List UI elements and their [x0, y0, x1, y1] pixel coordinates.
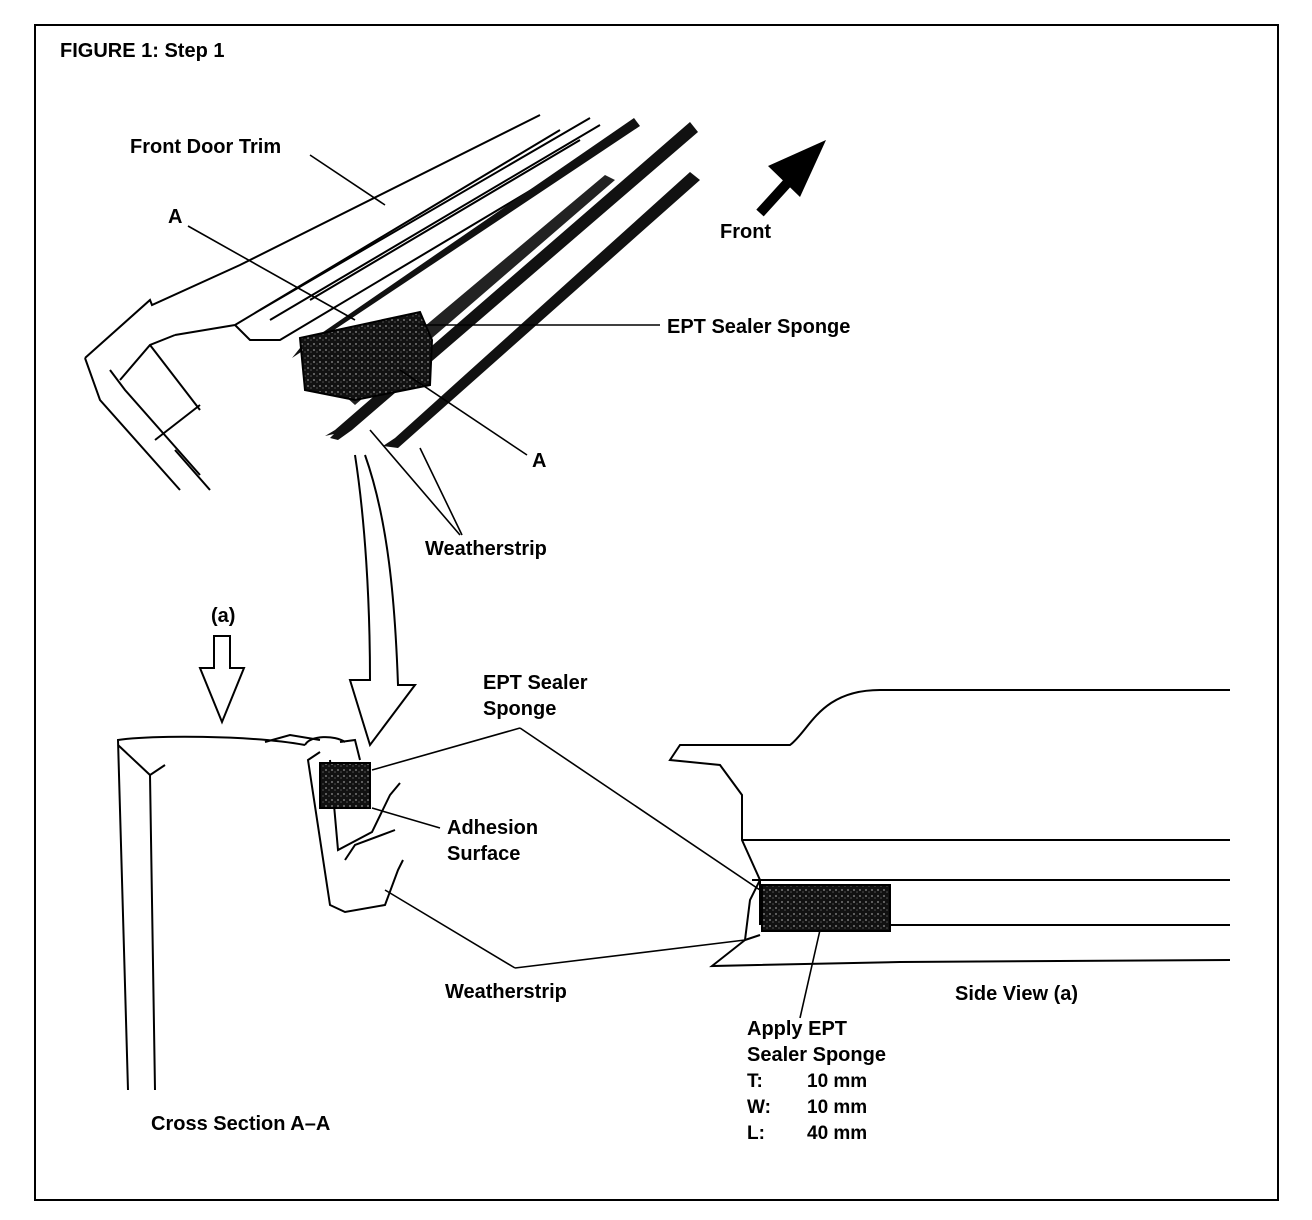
weatherstrip-label-top: Weatherstrip: [425, 538, 547, 560]
weatherstrip-drawing: [292, 118, 700, 448]
spec-row-length: L: 40 mm: [747, 1121, 867, 1147]
ept-sponge-block-section: [319, 762, 371, 809]
leader-lines-section: [371, 727, 821, 1019]
side-view-drawing: [668, 689, 1231, 968]
front-door-trim-label: Front Door Trim: [130, 136, 282, 158]
door-trim-drawing: [84, 114, 601, 491]
adhesion-label-line1: Adhesion: [447, 817, 539, 839]
spec-row-width: W: 10 mm: [747, 1095, 867, 1121]
apply-label-line1: Apply EPT: [747, 1018, 848, 1040]
spec-row-thickness: T: 10 mm: [747, 1069, 867, 1095]
cross-section-label: Cross Section A–A: [151, 1113, 331, 1135]
ept-sealer-sponge-label: EPT Sealer Sponge: [667, 316, 851, 338]
spec-key: W:: [747, 1097, 771, 1118]
apply-label-line2: Sealer Sponge: [747, 1044, 886, 1066]
spec-value: 40 mm: [807, 1123, 868, 1144]
spec-key: T:: [747, 1071, 763, 1092]
ept-sealer-label-line2: Sponge: [483, 698, 557, 720]
section-a-label-bottom: A: [532, 450, 547, 472]
leader-lines-top: [187, 154, 660, 536]
section-a-label-top: A: [168, 206, 183, 228]
figure-title: FIGURE 1: Step 1: [60, 40, 225, 62]
view-marker-label: (a): [211, 605, 236, 627]
ept-sealer-label-line1: EPT Sealer: [483, 672, 588, 694]
spec-key: L:: [747, 1123, 765, 1144]
view-a-arrow-icon: [198, 635, 246, 725]
cross-section-drawing: [116, 733, 404, 1091]
curved-arrow-icon: [348, 454, 417, 748]
weatherstrip-label-bottom: Weatherstrip: [445, 981, 567, 1003]
spec-value: 10 mm: [807, 1097, 868, 1118]
spec-table: T: 10 mm W: 10 mm L: 40 mm: [747, 1069, 867, 1147]
adhesion-label-line2: Surface: [447, 843, 521, 865]
front-label: Front: [720, 221, 772, 243]
spec-value: 10 mm: [807, 1071, 868, 1092]
side-view-label: Side View (a): [955, 983, 1079, 1005]
figure-frame: [34, 24, 1279, 1201]
ept-sponge-block-top: [298, 310, 434, 402]
front-arrow-icon: [756, 140, 826, 217]
ept-sponge-block-side: [761, 884, 891, 932]
